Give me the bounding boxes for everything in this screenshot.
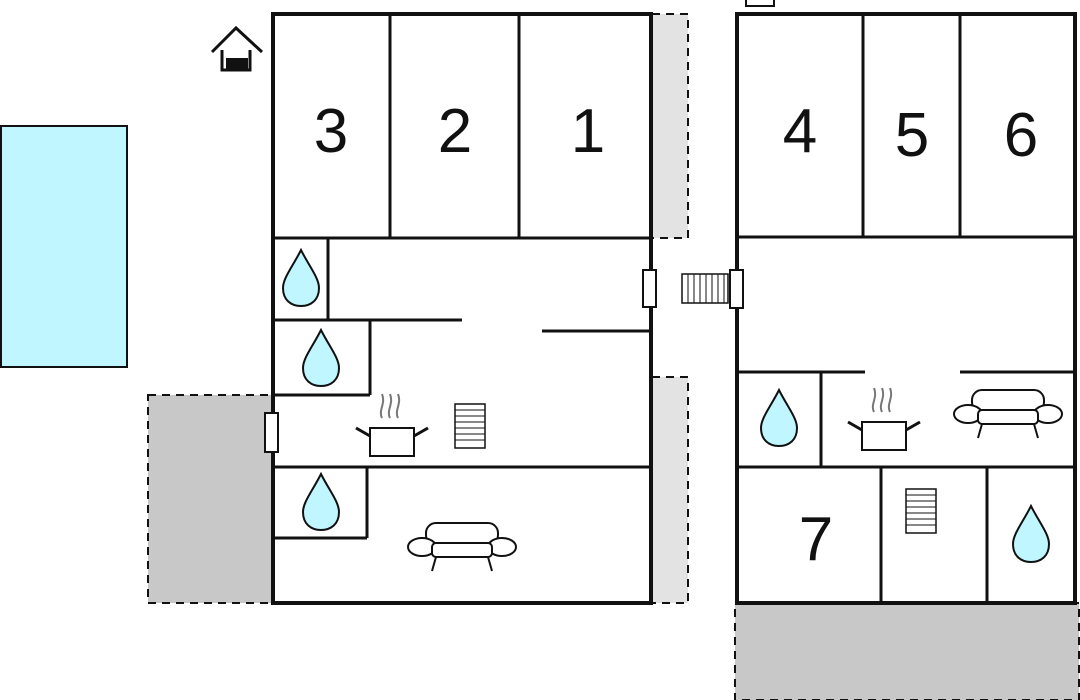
pool (0, 125, 128, 368)
marker-top (745, 0, 775, 7)
room-number-5: 5 (895, 101, 929, 170)
door-west (264, 412, 279, 453)
connecting-stairs-icon (681, 273, 729, 304)
room-number-4: 4 (783, 97, 817, 166)
door-west-right-building (729, 269, 744, 309)
room-number-7: 7 (799, 505, 833, 574)
room-number-1: 1 (571, 97, 605, 166)
door-east (642, 269, 657, 308)
balcony-east-lower (651, 376, 689, 604)
terrace-west (147, 394, 273, 604)
stairs-icon (454, 403, 486, 449)
balcony-east-upper (651, 13, 689, 239)
stairs-icon (905, 488, 937, 534)
house-entrance-icon (210, 25, 264, 72)
terrace-south (734, 602, 1080, 700)
room-number-3: 3 (314, 97, 348, 166)
room-number-6: 6 (1004, 101, 1038, 170)
room-number-2: 2 (438, 97, 472, 166)
